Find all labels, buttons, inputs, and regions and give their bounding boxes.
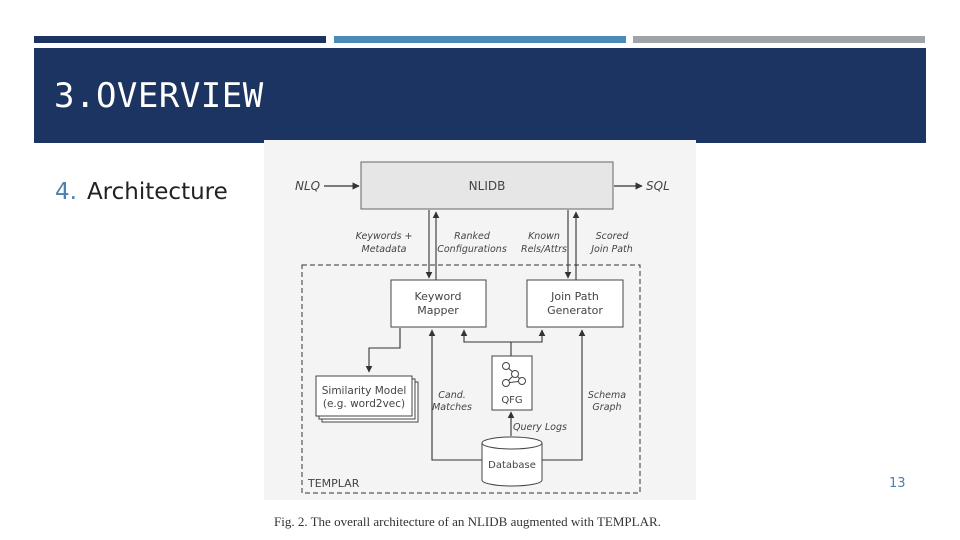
ranked-configurations-label-2: Configurations [437,244,507,255]
join-path-label-2: Generator [547,304,603,317]
schema-graph-label-2: Graph [592,402,621,413]
figure-caption: Fig. 2. The overall architecture of an N… [274,514,661,529]
arrow-keyword-mapper-to-similarity [365,328,401,373]
schema-graph-label-1: Schema [588,390,626,401]
cand-matches-label-2: Matches [432,402,472,413]
arrow-database-to-keyword-mapper [428,329,482,461]
list-item-number: 4. [55,179,77,205]
sql-label: SQL [646,179,670,193]
nlidb-box [360,161,614,210]
database-cylinder [481,436,543,487]
similarity-model-box [315,375,413,417]
architecture-figure: TEMPLAR NLIDB NLQ SQL Keywords + Metadat… [264,140,696,500]
page-number: 13 [889,476,906,491]
keywords-metadata-label-2: Metadata [362,244,407,255]
arrow-database-to-join-path [542,329,586,461]
ranked-configurations-label-1: Ranked [454,231,491,242]
known-rels-label-1: Known [528,231,560,242]
templar-boundary [301,264,641,494]
similarity-model-label-2: (e.g. word2vec) [323,398,405,410]
scored-join-path-label-1: Scored [596,231,630,242]
templar-label: TEMPLAR [307,477,360,490]
top-bar-blue [334,36,626,43]
keyword-mapper-label-2: Mapper [417,304,459,317]
query-logs-label: Query Logs [513,422,567,433]
nlq-label: NLQ [295,179,320,193]
qfg-graph-icon [502,362,526,387]
similarity-model-label-1: Similarity Model [322,385,407,397]
architecture-diagram: TEMPLAR NLIDB NLQ SQL Keywords + Metadat… [295,161,670,494]
title-header: 3.OVERVIEW [34,48,926,143]
nlidb-label: NLIDB [469,179,506,193]
arrow-qfg-to-join-path [511,329,546,343]
keyword-mapper-box [390,279,487,328]
database-label: Database [488,460,536,471]
list-item-text: Architecture [86,179,228,205]
top-bar-gray [633,36,925,43]
slide-title: 3.OVERVIEW [54,76,264,116]
qfg-label: QFG [501,395,522,406]
scored-join-path-label-2: Join Path [589,244,633,255]
list-item: 4. Architecture [55,178,228,206]
cand-matches-label-1: Cand. [438,390,466,401]
known-rels-label-2: Rels/Attrs [521,244,567,255]
join-path-label-1: Join Path [550,290,599,303]
join-path-generator-box [526,279,624,328]
top-bar-dark [34,36,326,43]
keywords-metadata-label-1: Keywords + [356,231,413,242]
keyword-mapper-label-1: Keyword [415,290,462,303]
arrow-qfg-to-keyword-mapper [460,329,512,356]
bullet-list: 4. Architecture [55,178,228,206]
